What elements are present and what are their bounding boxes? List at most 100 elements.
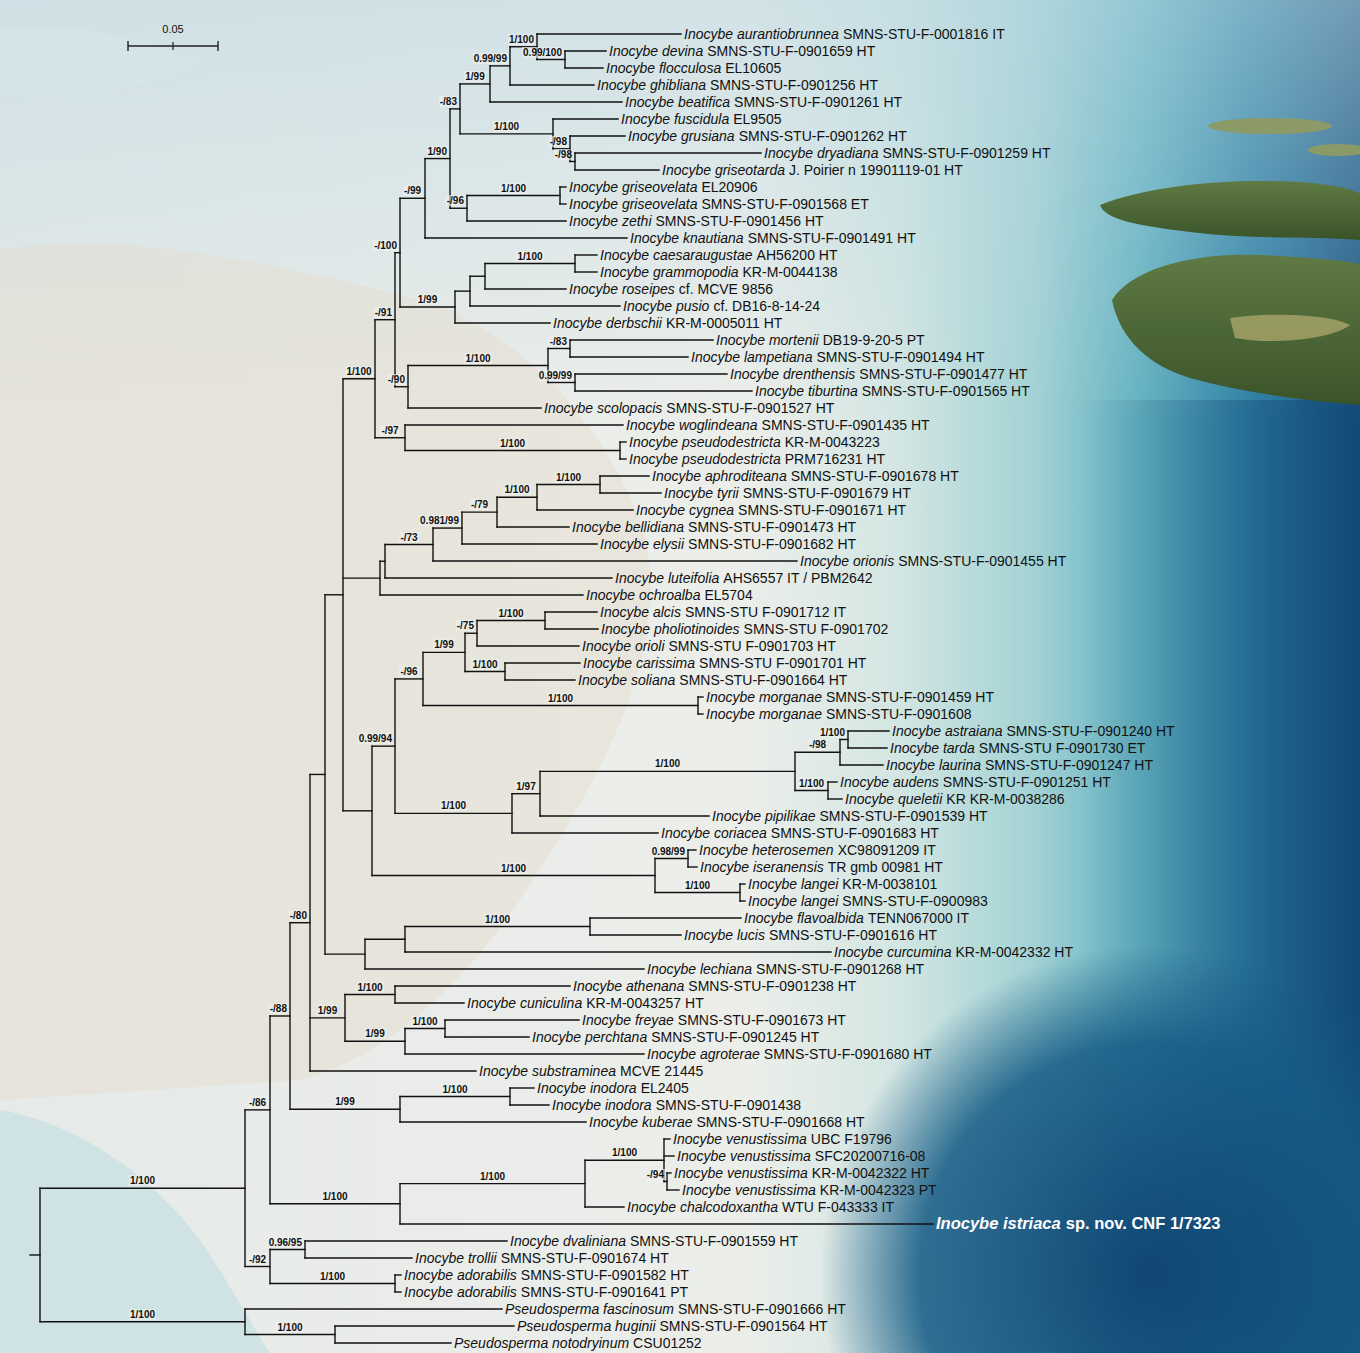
voucher-code: SMNS-STU-F-0901679 HT [743, 485, 911, 501]
branch-line [664, 1155, 674, 1156]
support-value: 1/100 [654, 758, 681, 769]
voucher-code: SFC20200716-08 [815, 1148, 926, 1164]
support-value: 1/97 [515, 781, 536, 792]
branch-line [537, 484, 600, 485]
taxon-name: Inocybe cuniculina [467, 995, 582, 1011]
branch-line [545, 611, 597, 612]
taxon-name: Inocybe pseudodestricta [629, 434, 781, 450]
branch-line [365, 968, 644, 969]
sea-shape [0, 27, 200, 96]
voucher-code: SMNS-STU F-0901703 HT [669, 638, 836, 654]
taxon-name: Inocybe venustissima [682, 1182, 816, 1198]
voucher-code: EL20906 [701, 179, 757, 195]
branch-line [469, 276, 470, 306]
branch-line [462, 543, 597, 544]
branch-line [497, 497, 537, 498]
branch-line [839, 740, 840, 766]
branch-line [667, 1172, 671, 1173]
branch-line [698, 696, 703, 697]
branch-line [590, 934, 681, 935]
voucher-code: SMNS-STU-F-0901641 PT [521, 1284, 688, 1300]
branch-line [290, 922, 310, 923]
voucher-code: KR-M-0042323 PT [820, 1182, 937, 1198]
support-value: 1/100 [345, 366, 372, 377]
branch-line [828, 798, 842, 799]
branch-line [449, 109, 450, 208]
branch-line [739, 884, 740, 901]
taxon-name: Pseudosperma notodryinum [454, 1335, 629, 1351]
support-value: 1/100 [684, 880, 711, 891]
voucher-code: KR-M-0005011 HT [666, 315, 782, 331]
branch-line [828, 781, 837, 782]
support-value: -/90 [387, 374, 406, 385]
support-value: 1/100 [441, 1084, 468, 1095]
voucher-code: EL5704 [704, 587, 752, 603]
scale-tick [217, 41, 218, 51]
branch-line [343, 577, 380, 578]
branch-line [840, 739, 848, 740]
voucher-code: SMNS-STU-F-0901261 HT [734, 94, 902, 110]
branch-line [589, 918, 590, 935]
taxon-name: Inocybe inodora [552, 1097, 652, 1113]
branch-line [848, 747, 887, 748]
support-value: -/83 [439, 96, 458, 107]
support-value: 1/99 [364, 1028, 385, 1039]
support-value: 1/100 [819, 727, 846, 738]
voucher-code: KR-M-0042322 HT [812, 1165, 930, 1181]
branch-line [270, 1015, 290, 1016]
branch-line [490, 101, 622, 102]
support-value: -/79 [470, 499, 489, 510]
branch-line [511, 794, 512, 833]
voucher-code: AH56200 HT [757, 247, 838, 263]
branch-line [379, 561, 380, 595]
branch-line [433, 560, 797, 561]
support-value: -/75 [456, 620, 475, 631]
support-value: -/100 [373, 240, 398, 251]
branch-line [40, 1188, 245, 1189]
voucher-code: SMNS-STU-F-0901477 HT [859, 366, 1027, 382]
support-value: 0.99/94 [358, 733, 393, 744]
voucher-code: SMNS-STU-F-0901666 HT [678, 1301, 846, 1317]
support-value: 0.98/99 [651, 846, 686, 857]
support-value: 1/100 [464, 353, 491, 364]
voucher-code: KR KR-M-0038286 [946, 791, 1064, 807]
voucher-code: PRM716231 HT [785, 451, 885, 467]
voucher-code: SMNS-STU-F-0901435 HT [762, 417, 930, 433]
branch-line [335, 1325, 514, 1326]
taxon-name: Inocybe bellidiana [572, 519, 684, 535]
scale-tick [172, 42, 173, 50]
branch-line [584, 1160, 585, 1207]
voucher-code: SMNS-STU-F-0901582 HT [521, 1267, 689, 1283]
support-value: 1/100 [479, 1171, 506, 1182]
branch-line [477, 620, 545, 621]
voucher-code: MCVE 21445 [620, 1063, 703, 1079]
branch-line [445, 1036, 529, 1037]
branch-line [620, 458, 626, 459]
voucher-code: SMNS-STU-F-0001816 IT [843, 26, 1005, 42]
voucher-code: XC98091209 IT [838, 842, 936, 858]
voucher-code: SMNS-STU-F-0901527 HT [666, 400, 834, 416]
support-value: -/92 [248, 1254, 267, 1265]
taxon-name: Inocybe orioli [582, 638, 665, 654]
branch-line [600, 475, 649, 476]
branch-line [512, 793, 540, 794]
taxon-name: Pseudosperma huginii [517, 1318, 656, 1334]
taxon-name: Inocybe orionis [800, 553, 894, 569]
voucher-code: SMNS-STU-F-0901455 HT [898, 553, 1066, 569]
branch-line [655, 892, 740, 893]
taxon-name: Inocybe pusio [623, 298, 709, 314]
support-value: -/96 [399, 666, 418, 677]
branch-line [270, 1283, 395, 1284]
voucher-code: SMNS-STU-F-0901259 HT [882, 145, 1050, 161]
taxon-name: Inocybe laurina [886, 757, 981, 773]
taxon-name: Inocybe griseovelata [569, 179, 697, 195]
taxon-name: Inocybe morganae [706, 706, 822, 722]
branch-line [664, 1138, 670, 1139]
branch-line [575, 254, 597, 255]
branch-line [399, 198, 400, 307]
branch-line [395, 1002, 464, 1003]
branch-line [575, 373, 727, 374]
taxon-name: Inocybe mortenii [716, 332, 819, 348]
support-value: -/91 [374, 307, 393, 318]
taxon-name: Inocybe drenthensis [730, 366, 855, 382]
